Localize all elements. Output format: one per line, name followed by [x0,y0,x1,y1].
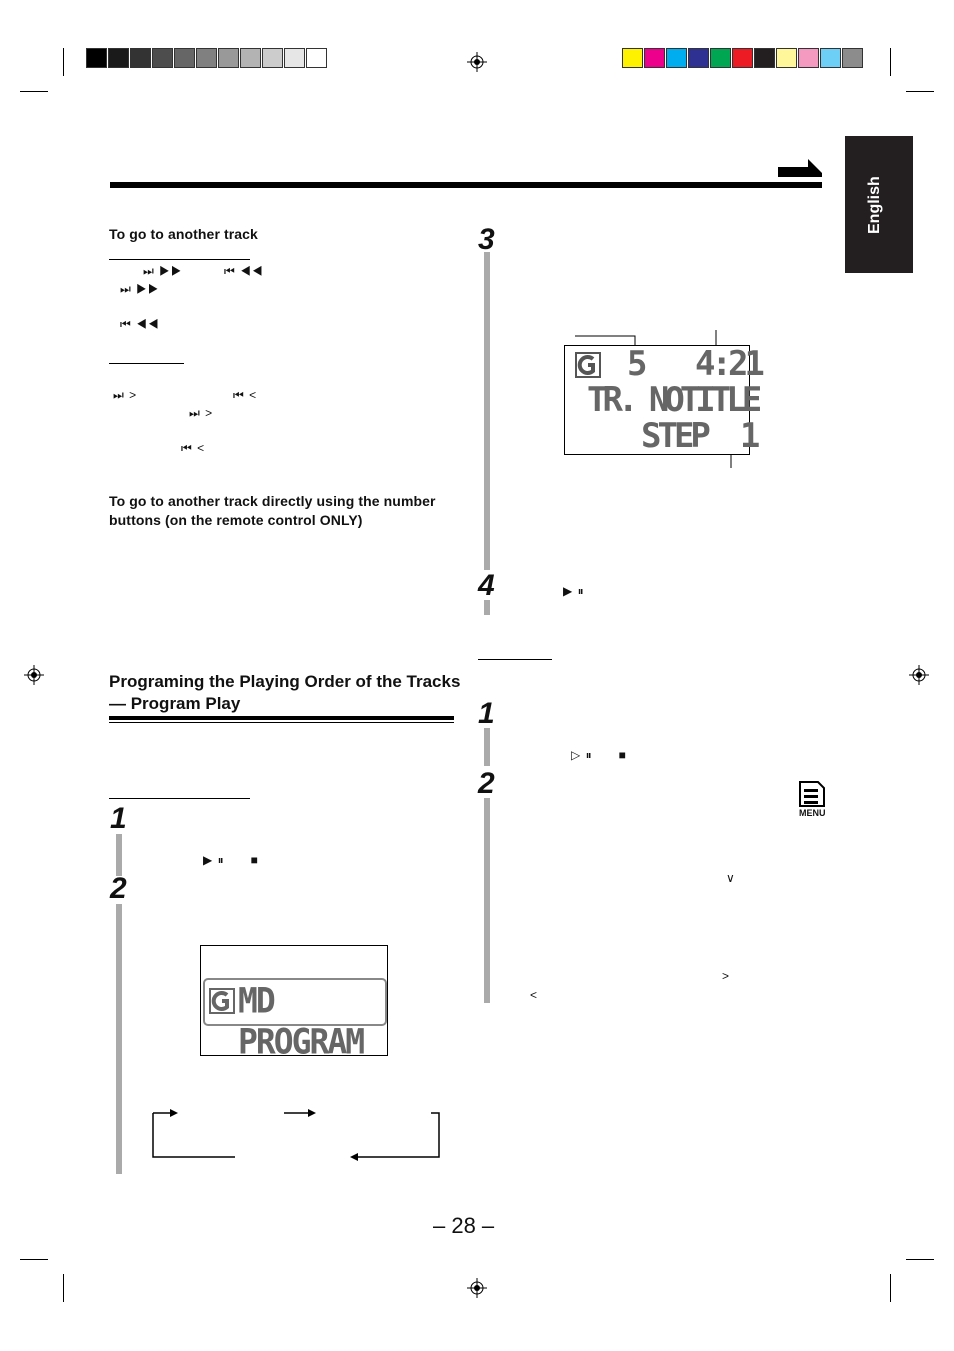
md-disc-icon [575,352,601,378]
heading-direct-track: To go to another track directly using th… [109,493,436,528]
step-guide-bar [484,600,490,615]
color-swatch [666,48,687,68]
mode-cycle-diagram [152,1109,440,1161]
color-swatch [776,48,797,68]
down-arrow-icon: ∨ [726,871,736,885]
step-number: 3 [478,223,495,256]
color-swatch [842,48,863,68]
color-swatch [174,48,195,68]
lcd-track-time: 4:21 [695,344,765,384]
lcd-display-program: MD PROGRAM [200,945,388,1062]
color-swatch [688,48,709,68]
crop-mark [906,1259,934,1260]
lcd-program-text: MD PROGRAM [238,980,365,1062]
skip-forward-icon: ⏭ ▶▶ [143,264,183,278]
step-guide-bar [116,834,122,876]
color-swatch [108,48,129,68]
step-number: 2 [110,872,127,905]
lcd-track-title: TR. NOTITLE [587,380,762,420]
menu-icon [799,781,825,807]
color-swatch [306,48,327,68]
section-rule-thin [109,722,454,723]
section-rule [109,716,454,720]
header-rule [110,182,822,188]
color-swatch [644,48,665,68]
color-swatch [130,48,151,68]
crop-mark [20,1259,48,1260]
section-title: Programing the Playing Order of the Trac… [109,671,460,715]
right-arrow-icon: > [722,969,731,983]
skip-forward-icon: ⏭ > [113,388,138,402]
language-tab: English [845,136,913,273]
continue-arrow-icon [778,159,822,177]
language-label: English [866,176,883,234]
color-swatch [710,48,731,68]
crop-mark [20,91,48,92]
section-title-line1: Programing the Playing Order of the Trac… [109,672,461,691]
divider [478,659,552,660]
section-title-line2: — Program Play [109,694,241,713]
crop-mark [906,91,934,92]
lcd-step: STEP 1 [641,416,760,456]
color-swatch [218,48,239,68]
lcd-frame [203,978,387,1026]
skip-forward-icon: ⏭ ▶▶ [120,282,160,296]
page-number: – 28 – [433,1213,495,1238]
skip-back-icon: ⏮ ◀◀ [120,317,160,331]
registration-mark-icon [467,52,487,72]
color-swatch [152,48,173,68]
registration-mark-icon [467,1278,487,1298]
color-swatch [196,48,217,68]
divider [109,363,184,364]
lcd-display-track: 5 4:21 TR. NOTITLE STEP 1 [564,344,765,456]
step-guide-bar [116,904,122,1174]
divider [109,259,250,260]
lcd-track-number: 5 [627,344,648,384]
step-guide-bar [484,728,490,766]
crop-mark [890,48,891,76]
color-swatch [754,48,775,68]
divider [109,798,250,799]
color-swatch [798,48,819,68]
registration-mark-icon [24,665,44,685]
crop-mark [890,1274,891,1302]
step-number: 4 [478,569,495,602]
step-number: 2 [478,767,495,800]
md-disc-icon [209,988,235,1014]
color-swatch [86,48,107,68]
lcd-callout-lines [575,330,732,468]
play-pause-stop-icons: ▷ ⏸ ■ [571,748,627,762]
color-swatch [240,48,261,68]
registration-mark-icon [909,665,929,685]
left-arrow-icon: < [530,988,539,1002]
heading-another-track: To go to another track [109,226,258,242]
crop-mark [63,48,64,76]
skip-forward-icon: ⏭ > [189,406,214,420]
step-number: 1 [478,697,495,730]
menu-label: MENU [799,808,826,818]
color-swatch [284,48,305,68]
skip-back-icon: ⏮ < [181,441,206,455]
skip-back-icon: ⏮ ◀◀ [224,264,264,278]
skip-back-icon: ⏮ < [233,388,258,402]
step-guide-bar [484,252,490,570]
color-swatch [732,48,753,68]
play-pause-stop-icons: ▶ ⏸ ■ [203,853,259,867]
crop-mark [63,1274,64,1302]
color-swatch [622,48,643,68]
step-number: 1 [110,802,127,835]
play-pause-icons: ▶ ⏸ [563,584,585,598]
color-swatch [262,48,283,68]
step-guide-bar [484,798,490,1003]
color-swatch [820,48,841,68]
